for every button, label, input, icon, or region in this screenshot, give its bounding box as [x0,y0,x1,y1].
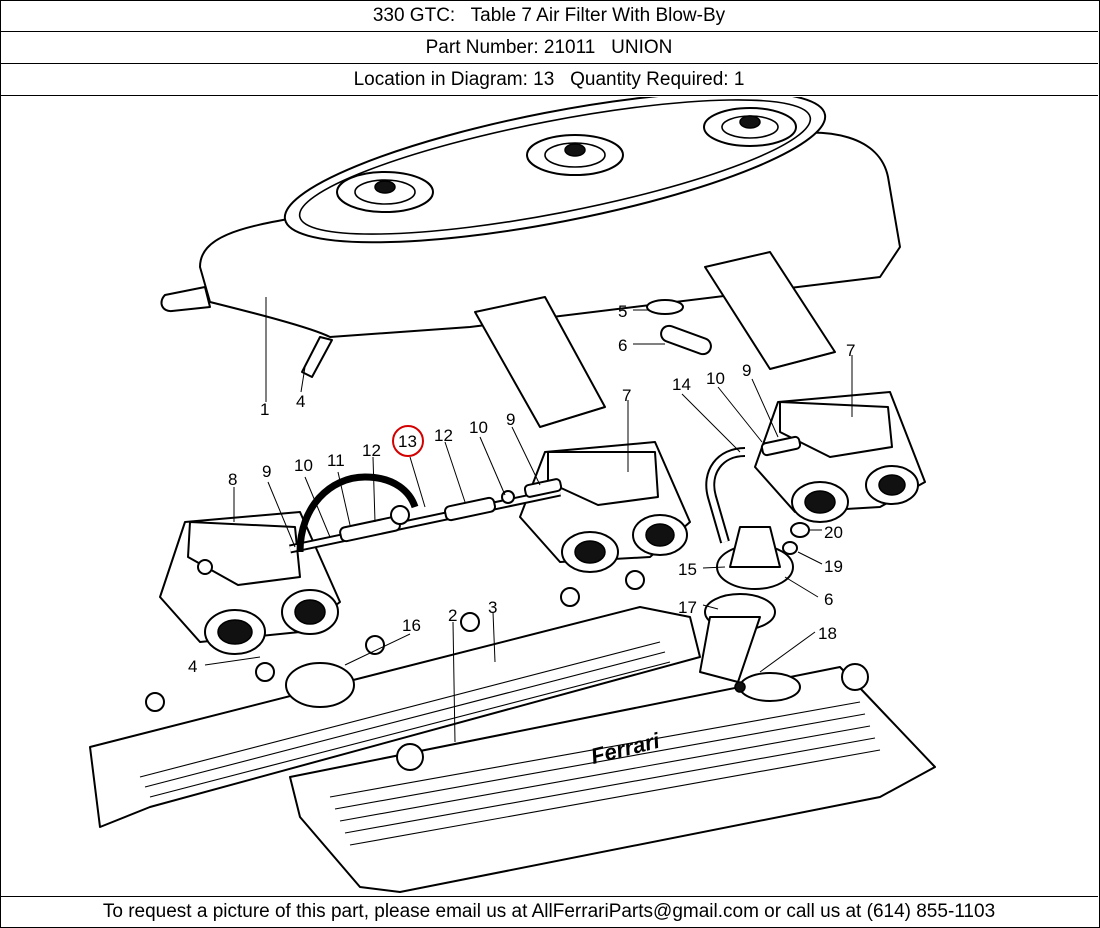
model-table-title: 330 GTC: Table 7 Air Filter With Blow-By [0,0,1098,32]
diagram-drawing: Ferrari 1 4 5 6 7 [89,90,936,893]
label-5: 5 [618,302,627,321]
blow-by-pipe-assembly [289,435,802,554]
label-9-middle: 9 [506,410,515,429]
label-7-middle: 7 [622,386,631,405]
label-4-top: 4 [296,392,305,411]
highlight-circle-13 [392,425,424,457]
label-6-top: 6 [618,336,627,355]
label-10-right: 10 [706,369,725,388]
hose-clamp-part-5 [646,299,684,315]
label-17: 17 [678,598,697,617]
callout-labels: 1 4 5 6 7 7 8 9 10 11 12 13 12 10 9 14 1… [188,302,855,676]
label-3: 3 [488,598,497,617]
label-14: 14 [672,375,691,394]
label-16: 16 [402,616,421,635]
label-6-right: 6 [824,590,833,609]
label-18: 18 [818,624,837,643]
label-12-right: 12 [434,426,453,445]
label-1: 1 [260,400,269,419]
label-19: 19 [824,557,843,576]
cam-cover-front-part-2: Ferrari [289,663,936,893]
label-12-left: 12 [362,441,381,460]
label-15: 15 [678,560,697,579]
label-2: 2 [448,606,457,625]
label-9-left: 9 [262,462,271,481]
label-20: 20 [824,523,843,542]
label-7-right: 7 [846,341,855,360]
label-8: 8 [228,470,237,489]
label-11: 11 [327,451,345,470]
part-number-line: Part Number: 21011 UNION [0,32,1098,64]
rubber-hose-part-6 [660,324,712,356]
exploded-parts-diagram: Ferrari 1 4 5 6 7 [0,90,1098,896]
manifold-left-part-8 [159,511,341,655]
label-13-highlighted: 13 [398,432,417,451]
manifold-middle-part-7 [519,441,691,573]
contact-footer: To request a picture of this part, pleas… [0,896,1098,927]
label-4-bottom: 4 [188,657,197,676]
breather-assembly [699,522,810,683]
cam-cover-rear-part-3 [89,570,701,828]
manifold-right-part-7 [754,391,926,523]
label-10-middle: 10 [469,418,488,437]
label-9-right: 9 [742,361,751,380]
leader-lines [204,297,853,743]
air-filter-housing [160,90,901,428]
label-10-left: 10 [294,456,313,475]
location-quantity-line: Location in Diagram: 13 Quantity Require… [0,64,1098,96]
